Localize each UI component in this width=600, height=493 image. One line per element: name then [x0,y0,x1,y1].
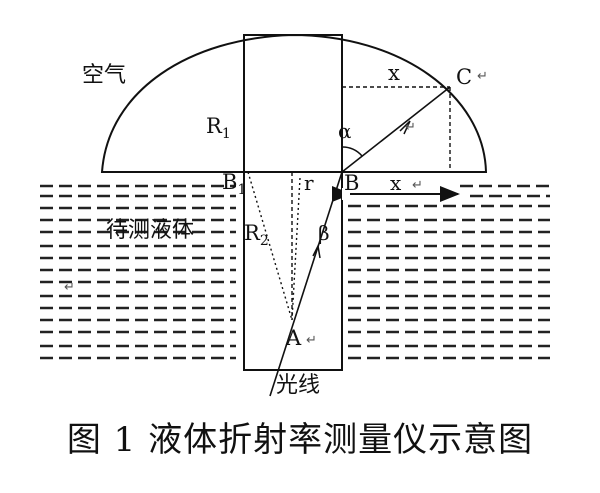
tube-lower [243,171,343,371]
b-label: B [344,171,359,195]
return-mark: ↵ [405,120,416,135]
c-label: C [456,65,472,89]
a-label: A [285,326,302,350]
beta-label: β [318,221,330,245]
liquid-dashes-right-top [460,184,550,198]
liquid-label: 待测液体 [106,218,194,243]
ray-arrow-lower [312,243,321,259]
return-mark: ↵ [64,280,75,295]
figure-caption: 图 1 液体折射率测量仪示意图 [66,420,534,460]
alpha-label: α [338,119,352,143]
radius-dotted-lines [247,171,301,321]
ray-arrow-upper [399,120,411,135]
liquid-dashes-right [348,204,550,360]
return-mark: ↵ [306,333,317,348]
refracted-ray [341,86,451,173]
x-top-label: x [388,61,400,85]
r1-label: R1 [206,114,231,142]
return-mark: ↵ [477,69,488,84]
alpha-arc [341,146,363,157]
air-label: 空气 [82,63,126,88]
incident-ray [269,171,343,397]
liquid-dashes-left [40,184,236,360]
b1-label: B1 [222,170,246,198]
r2-label: R2 [244,221,269,249]
x-bottom-label: x [390,171,402,195]
r-label: r [304,171,314,195]
return-mark: ↵ [412,178,423,193]
construction-lines [291,86,451,320]
light-label: 光线 [276,373,320,398]
